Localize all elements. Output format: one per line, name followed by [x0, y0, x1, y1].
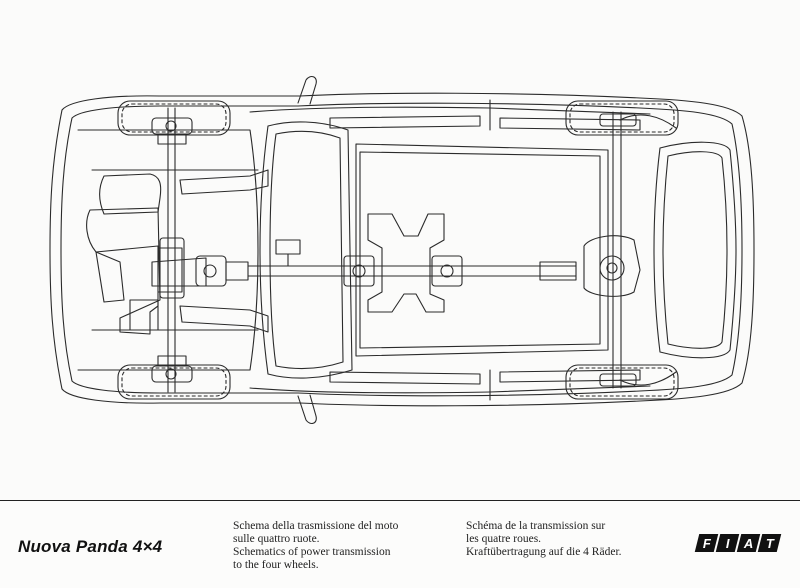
front-axle [151, 107, 207, 393]
caption-german-line-1: Kraftübertragung auf die 4 Räder. [466, 546, 622, 558]
hood-outline [77, 129, 269, 371]
wheel-arches [117, 100, 679, 400]
windshield [259, 121, 353, 379]
center-support-bracket [367, 213, 445, 313]
roof-panel [355, 143, 609, 357]
transmission-schematic-drawing [49, 75, 755, 425]
logo-letter-a: A [736, 534, 761, 552]
transfer-case [195, 239, 301, 287]
rear-window [653, 141, 737, 359]
side-mirrors [297, 75, 317, 425]
rear-axle [583, 111, 677, 389]
logo-letter-t: T [757, 534, 782, 552]
caption-italian-line-1: Schema della trasmissione del moto [233, 520, 399, 532]
caption-french-line-2: les quatre roues. [466, 532, 542, 545]
caption-french: Schéma de la transmission sur les quatre… [466, 520, 605, 545]
car-body-outline [49, 92, 755, 407]
model-title: Nuova Panda 4×4 [18, 537, 163, 556]
caption-french-line-1: Schéma de la transmission sur [466, 520, 606, 532]
logo-letter-f: F [694, 534, 719, 552]
tyre-outlines [121, 103, 675, 397]
caption-band: Nuova Panda 4×4 Schema della trasmission… [0, 500, 800, 588]
logo-letter-i: I [715, 534, 740, 552]
caption-english-line-2: to the four wheels. [233, 558, 319, 571]
door-lines [249, 99, 651, 401]
caption-italian: Schema della trasmissione del moto sulle… [233, 520, 398, 545]
propeller-shaft [247, 255, 577, 287]
caption-italian-line-2: sulle quattro ruote. [233, 532, 320, 545]
caption-english: Schematics of power transmission to the … [233, 546, 390, 571]
caption-english-line-1: Schematics of power transmission [233, 546, 391, 558]
engine-block [86, 173, 183, 335]
fiat-logo: F I A T [694, 534, 782, 552]
caption-german: Kraftübertragung auf die 4 Räder. [466, 546, 622, 559]
